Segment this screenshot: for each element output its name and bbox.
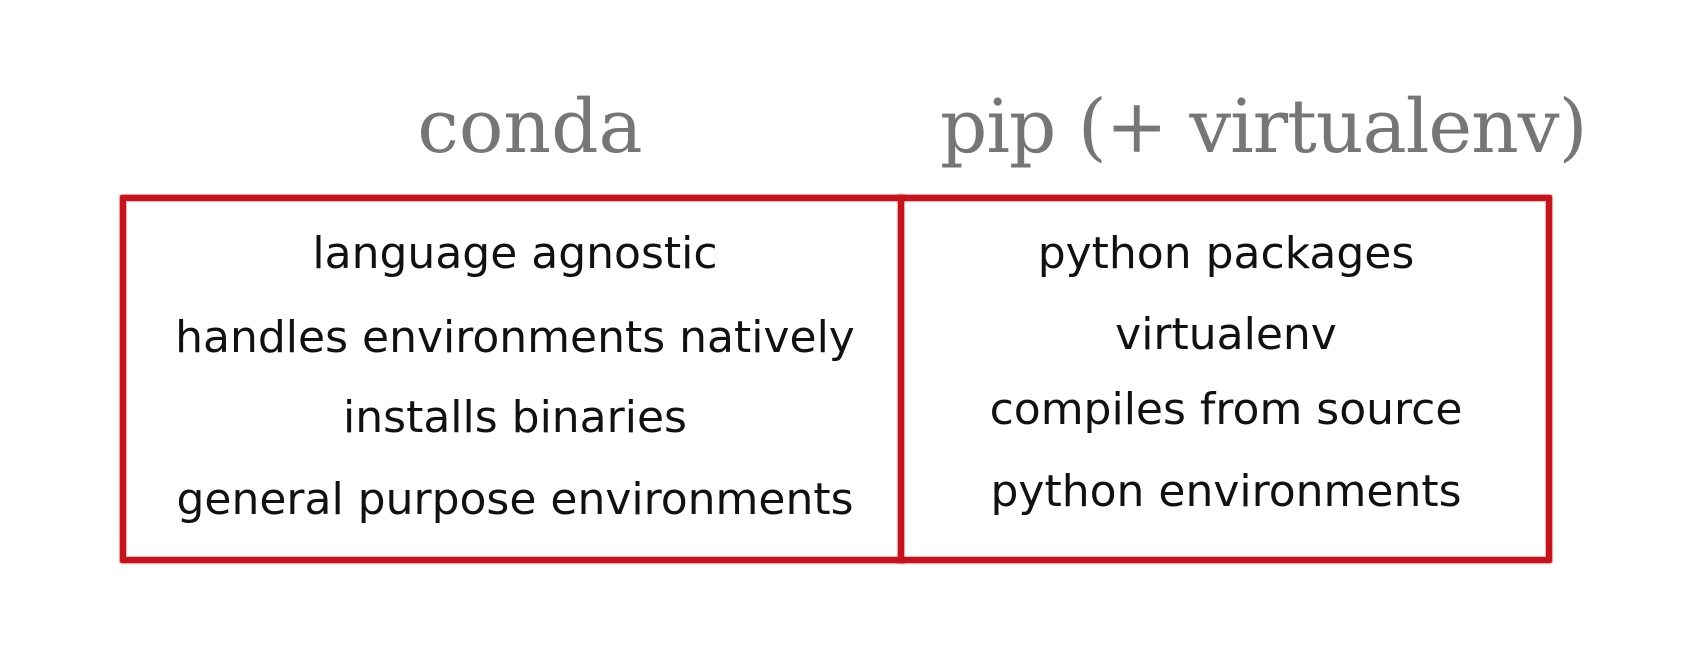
conda-heading: conda [417,84,643,170]
conda-item-general-purpose: general purpose environments [176,474,854,525]
pip-heading: pip (+ virtualenv) [940,84,1587,170]
pip-item-python-packages: python packages [1037,228,1415,279]
conda-item-handles-environments: handles environments natively [175,312,855,363]
pip-item-compiles-from-source: compiles from source [989,384,1463,435]
conda-item-installs-binaries: installs binaries [343,392,687,443]
pip-item-python-environments: python environments [990,466,1462,517]
pip-item-virtualenv: virtualenv [1115,309,1337,360]
column-divider [898,195,904,563]
conda-item-language-agnostic: language agnostic [312,228,718,279]
comparison-frame [120,195,1552,563]
